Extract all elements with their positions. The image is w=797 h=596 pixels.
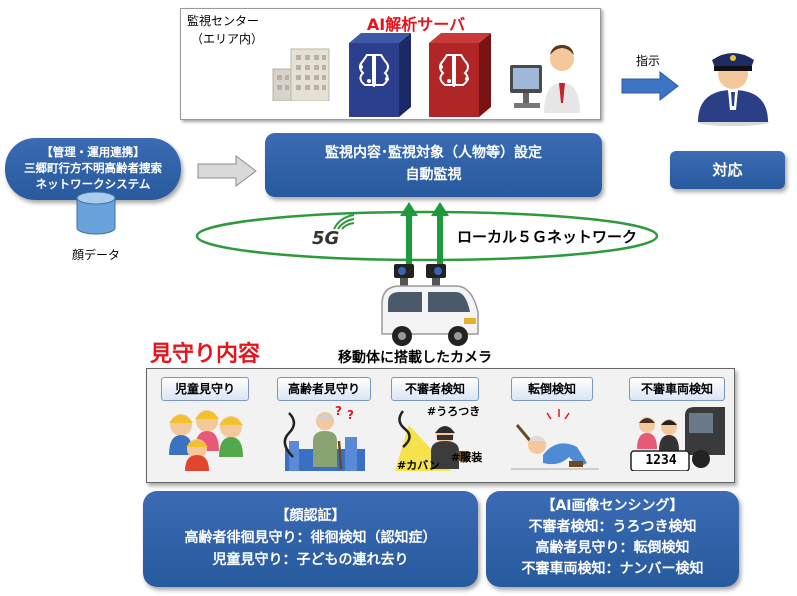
ai-sensing-line3: 高齢者見守り：転倒検知 xyxy=(535,540,690,556)
monitoring-center-panel: 監視センター （エリア内） AI解析サーバ xyxy=(180,8,601,120)
police-officer-icon xyxy=(697,53,769,126)
tag-loitering: #うろつき xyxy=(427,405,481,418)
local-5g-network-label: ローカル５Ｇネットワーク xyxy=(457,228,638,246)
instruction-label: 指示 xyxy=(636,54,661,68)
face-data-label: 顔データ xyxy=(72,248,121,262)
vehicle-camera-label: 移動体に搭載したカメラ xyxy=(338,350,492,366)
settings-line1: 監視内容･監視対象（人物等）設定 xyxy=(325,145,542,161)
elderly-person-icon: ? ? xyxy=(283,405,365,471)
management-line3: ネットワークシステム xyxy=(35,177,151,191)
ai-sensing-box: 【AI画像センシング】 不審者検知：うろつき検知 高齢者見守り：転倒検知 不審車… xyxy=(486,491,739,587)
suspicious-person-icon xyxy=(395,410,469,471)
instruction-arrow-icon xyxy=(621,70,679,102)
ai-sensing-line1: 【AI画像センシング】 xyxy=(541,498,684,514)
card-label-elderly-watch: 高齢者見守り xyxy=(277,377,371,401)
local-5g-network-ellipse xyxy=(195,210,659,262)
ai-sensing-line2: 不審者検知：うろつき検知 xyxy=(528,519,697,535)
face-recognition-line3: 児童見守り：子どもの連れ去り xyxy=(212,552,409,568)
tag-clothing: #服装 xyxy=(451,451,483,464)
license-plate-number: 1234 xyxy=(645,453,677,468)
response-box: 対応 xyxy=(670,151,785,189)
card-label-suspicious-vehicle: 不審車両検知 xyxy=(629,377,725,401)
face-recognition-line1: 【顔認証】 xyxy=(275,508,346,524)
ai-sensing-line4: 不審車両検知：ナンバー検知 xyxy=(521,561,704,577)
suspicious-vehicle-icon xyxy=(630,407,725,471)
card-label-child-watch: 児童見守り xyxy=(161,377,249,401)
monitoring-settings-box: 監視内容･監視対象（人物等）設定 自動監視 xyxy=(265,133,602,197)
link-arrow-icon xyxy=(197,155,257,187)
monitoring-center-label-line1: 監視センター xyxy=(187,14,260,28)
building-icon xyxy=(272,48,330,101)
svg-text:?: ? xyxy=(335,405,342,418)
ai-server-title: AI解析サーバ xyxy=(366,15,466,34)
settings-line2: 自動監視 xyxy=(405,167,462,183)
operator-computer-icon xyxy=(510,45,580,113)
watch-section-title: 見守り内容 xyxy=(150,342,261,367)
tag-bag: #カバン xyxy=(397,459,440,472)
fallen-person-icon xyxy=(511,409,599,470)
response-label: 対応 xyxy=(712,161,743,179)
management-network-box: 【管理・運用連携】 三郷町行方不明高齢者捜索 ネットワークシステム xyxy=(5,138,181,200)
ai-server-red-icon xyxy=(429,33,491,117)
face-recognition-box: 【顔認証】 高齢者徘徊見守り：徘徊検知（認知症） 児童見守り：子どもの連れ去り xyxy=(143,491,478,587)
5g-logo: 5G xyxy=(312,228,340,249)
management-line1: 【管理・運用連携】 xyxy=(41,145,145,159)
children-icon xyxy=(169,410,243,471)
management-line2: 三郷町行方不明高齢者捜索 xyxy=(24,161,162,175)
face-recognition-line2: 高齢者徘徊見守り：徘徊検知（認知症） xyxy=(184,530,437,546)
camera-vehicle-icon xyxy=(381,264,479,346)
watch-content-panel: 児童見守り 高齢者見守り ? ? 不審者検知 #うろつき xyxy=(146,368,735,483)
svg-text:?: ? xyxy=(347,408,354,422)
card-label-fall-detection: 転倒検知 xyxy=(511,377,593,401)
monitoring-center-label-line2: （エリア内） xyxy=(191,32,264,46)
monitoring-center-label: 監視センター （エリア内） xyxy=(187,12,263,48)
database-icon xyxy=(76,191,116,235)
ai-server-blue-icon xyxy=(349,33,411,117)
5g-waves-icon xyxy=(333,214,355,230)
uplink-arrows-icon xyxy=(400,202,449,268)
card-label-suspicious-person: 不審者検知 xyxy=(391,377,479,401)
